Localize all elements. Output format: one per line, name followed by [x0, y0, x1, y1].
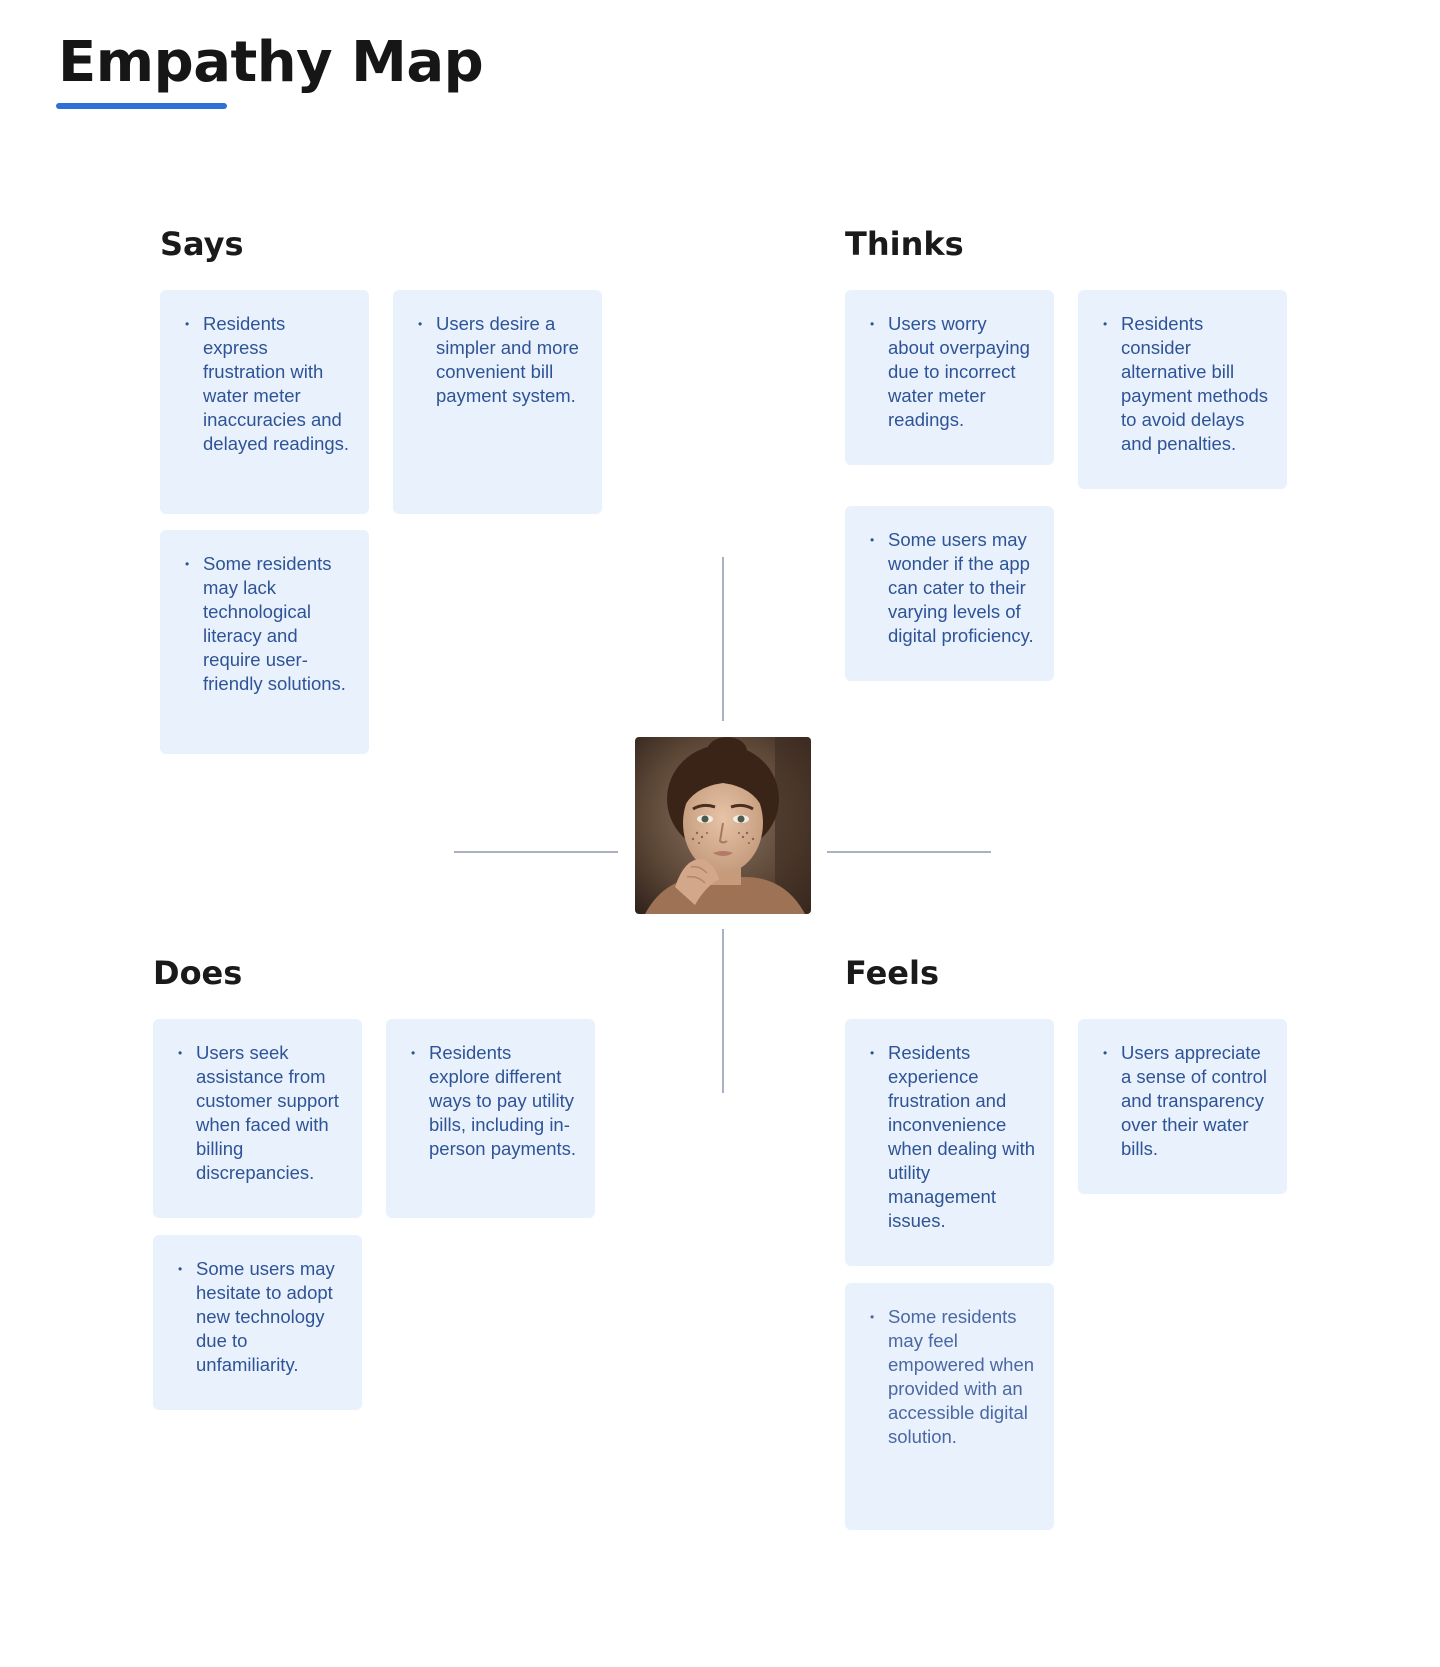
does-card-2-text: Residents explore different ways to pay …	[411, 1041, 577, 1161]
thinks-card-1-text: Users worry about overpaying due to inco…	[870, 312, 1036, 432]
thinks-card-2: Residents consider alternative bill paym…	[1078, 290, 1287, 489]
does-card-1-text: Users seek assistance from customer supp…	[178, 1041, 344, 1185]
says-card-1-text: Residents express frustration with water…	[185, 312, 351, 456]
connector-top	[722, 557, 724, 721]
connector-right	[827, 851, 991, 853]
thinks-card-1: Users worry about overpaying due to inco…	[845, 290, 1054, 465]
does-card-3: Some users may hesitate to adopt new tec…	[153, 1235, 362, 1410]
says-heading: Says	[160, 225, 244, 263]
says-card-3: Some residents may lack technological li…	[160, 530, 369, 754]
feels-card-1: Residents experience frustration and inc…	[845, 1019, 1054, 1266]
says-card-3-text: Some residents may lack technological li…	[185, 552, 351, 696]
feels-card-2-text: Users appreciate a sense of control and …	[1103, 1041, 1269, 1161]
feels-card-2: Users appreciate a sense of control and …	[1078, 1019, 1287, 1194]
feels-card-1-text: Residents experience frustration and inc…	[870, 1041, 1036, 1233]
feels-heading: Feels	[845, 954, 939, 992]
page-title: Empathy Map	[58, 30, 484, 95]
feels-card-3-text: Some residents may feel empowered when p…	[870, 1305, 1036, 1449]
does-heading: Does	[153, 954, 243, 992]
thinks-card-3-text: Some users may wonder if the app can cat…	[870, 528, 1036, 648]
does-card-3-text: Some users may hesitate to adopt new tec…	[178, 1257, 344, 1377]
thinks-card-3: Some users may wonder if the app can cat…	[845, 506, 1054, 681]
says-card-1: Residents express frustration with water…	[160, 290, 369, 514]
thinks-heading: Thinks	[845, 225, 964, 263]
does-card-1: Users seek assistance from customer supp…	[153, 1019, 362, 1218]
connector-left	[454, 851, 618, 853]
feels-card-3: Some residents may feel empowered when p…	[845, 1283, 1054, 1530]
user-persona-photo-icon	[635, 737, 811, 914]
persona-photo	[635, 737, 811, 914]
thinks-card-2-text: Residents consider alternative bill paym…	[1103, 312, 1269, 456]
says-card-2: Users desire a simpler and more convenie…	[393, 290, 602, 514]
does-card-2: Residents explore different ways to pay …	[386, 1019, 595, 1218]
connector-bottom	[722, 929, 724, 1093]
says-card-2-text: Users desire a simpler and more convenie…	[418, 312, 584, 408]
title-underline	[56, 103, 227, 109]
